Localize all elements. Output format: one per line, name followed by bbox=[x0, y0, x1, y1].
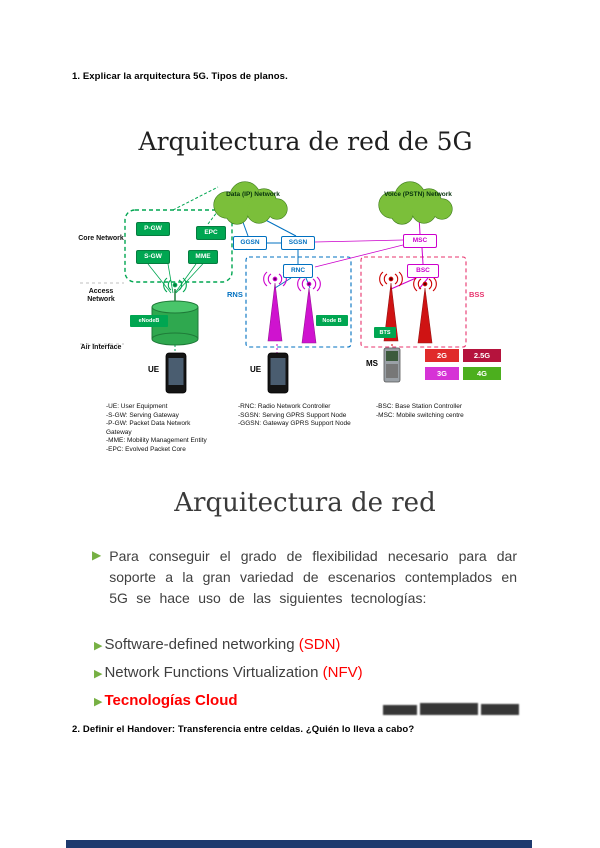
next-page-edge-bar bbox=[66, 840, 532, 848]
tag-bts: BTS bbox=[374, 327, 396, 338]
bullet-text: Network Functions Virtualization (NFV) bbox=[104, 664, 362, 681]
glossary-column-1: -UE: User Equipment -S-GW: Serving Gatew… bbox=[106, 403, 212, 454]
label-ue-2: UE bbox=[250, 365, 262, 374]
data-cloud-shape bbox=[213, 181, 288, 225]
bullet-text-accent: (SDN) bbox=[298, 636, 341, 653]
section-separator-lines bbox=[80, 282, 124, 345]
voice-cloud-shape bbox=[378, 181, 453, 225]
glossary-item: -UE: User Equipment bbox=[106, 403, 168, 410]
slide-5g-architecture: Arquitectura de red de 5G bbox=[78, 115, 533, 467]
side-label-air-interface: Air Interface bbox=[80, 344, 122, 351]
bullet-nfv: ▶ Network Functions Virtualization (NFV) bbox=[94, 664, 363, 681]
bullet-text-accent: Tecnologías Cloud bbox=[104, 692, 238, 709]
glossary-column-2: -RNC: Radio Network Controller -SGSN: Se… bbox=[238, 403, 378, 429]
data-network-cloud-label: Data (IP) Network bbox=[226, 191, 280, 198]
legend-3g: 3G bbox=[425, 367, 459, 380]
bullet-arrow-icon: ▶ bbox=[94, 696, 103, 708]
bullet-text-main: Software-defined networking bbox=[104, 636, 299, 653]
label-ue-1: UE bbox=[148, 365, 160, 374]
side-label-core-network: Core Network bbox=[78, 235, 124, 242]
glossary-item: -BSC: Base Station Controller bbox=[376, 403, 462, 410]
glossary-item: -RNC: Radio Network Controller bbox=[238, 403, 331, 410]
label-ms: MS bbox=[366, 359, 378, 368]
nodeb-cell-tower-graphic bbox=[267, 282, 317, 344]
glossary-item: -P-GW: Packet Data Network Gateway bbox=[106, 420, 191, 436]
ue-phone-graphic-1 bbox=[165, 352, 187, 394]
question-2-heading: 2. Definir el Handover: Transferencia en… bbox=[72, 724, 415, 735]
bts-cell-tower-graphic bbox=[383, 282, 433, 344]
glossary-item: -SGSN: Serving GPRS Support Node bbox=[238, 411, 347, 419]
bullet-text-accent: (NFV) bbox=[322, 664, 363, 681]
slide-network-architecture: Arquitectura de red ▶ Para conseguir el … bbox=[80, 470, 530, 718]
node-ggsn: GGSN bbox=[233, 236, 267, 250]
label-rns: RNS bbox=[227, 290, 243, 299]
voice-network-cloud-label: Voice (PSTN) Network bbox=[384, 191, 452, 198]
node-sgsn: SGSN bbox=[281, 236, 315, 250]
node-bsc: BSC bbox=[407, 264, 439, 278]
glossary-column-3: -BSC: Base Station Controller -MSC: Mobi… bbox=[376, 403, 511, 420]
ms-phone-graphic bbox=[383, 347, 401, 383]
ue-phone-graphic-2 bbox=[267, 352, 289, 394]
node-sgw: S-GW bbox=[136, 250, 170, 264]
side-label-access-network: Access Network bbox=[87, 288, 115, 304]
legend-2g: 2G bbox=[425, 349, 459, 362]
node-pgw: P-GW bbox=[136, 222, 170, 236]
bullet-arrow-icon: ▶ bbox=[94, 640, 103, 652]
tag-enodeb: eNodeB bbox=[130, 315, 168, 327]
bullet-text: Software-defined networking (SDN) bbox=[104, 636, 340, 653]
intro-bullet: ▶ Para conseguir el grado de flexibilida… bbox=[92, 546, 517, 609]
bullet-cloud: ▶ Tecnologías Cloud bbox=[94, 692, 238, 709]
bss-dashed-box bbox=[360, 256, 467, 348]
node-mme: MME bbox=[188, 250, 218, 264]
node-epc: EPC bbox=[196, 226, 226, 240]
legend-4g: 4G bbox=[463, 367, 501, 380]
illegible-text-smudge bbox=[383, 699, 528, 715]
tag-nodeb: Node B bbox=[316, 315, 348, 326]
intro-paragraph: Para conseguir el grado de flexibilidad … bbox=[109, 548, 517, 606]
glossary-item: -MME: Mobility Management Entity bbox=[106, 437, 207, 445]
glossary-item: -EPC: Evolved Packet Core bbox=[106, 445, 186, 453]
bullet-arrow-icon: ▶ bbox=[94, 668, 103, 680]
glossary-item: -GGSN: Gateway GPRS Support Node bbox=[238, 420, 351, 428]
legend-25g: 2.5G bbox=[463, 349, 501, 362]
glossary-item: -S-GW: Serving Gateway bbox=[106, 411, 179, 419]
bullet-arrow-icon: ▶ bbox=[92, 548, 102, 562]
bullet-text-main: Network Functions Virtualization bbox=[104, 664, 323, 681]
question-1-heading: 1. Explicar la arquitectura 5G. Tipos de… bbox=[72, 71, 288, 82]
core-epc-dashed-box bbox=[124, 209, 233, 283]
node-rnc: RNC bbox=[283, 264, 313, 278]
glossary-item: -MSC: Mobile switching centre bbox=[376, 411, 464, 419]
node-msc: MSC bbox=[403, 234, 437, 248]
bullet-text: Tecnologías Cloud bbox=[104, 692, 237, 709]
label-bss: BSS bbox=[469, 290, 485, 299]
slide2-title: Arquitectura de red bbox=[174, 488, 436, 518]
slide1-title: Arquitectura de red de 5G bbox=[138, 127, 473, 156]
bullet-sdn: ▶ Software-defined networking (SDN) bbox=[94, 636, 340, 653]
